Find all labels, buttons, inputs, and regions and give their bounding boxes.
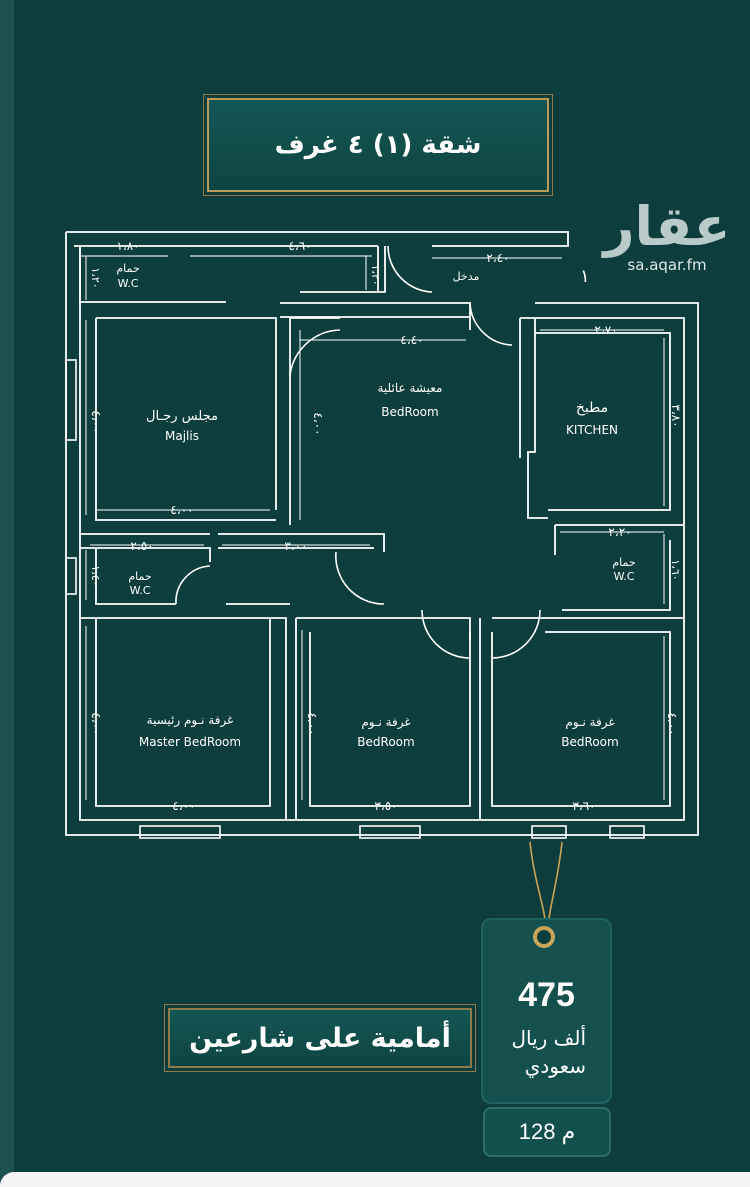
dim-majlis-h: ٤،٠٠ [89, 410, 103, 433]
front-banner: أمامية على شارعين [168, 1008, 472, 1068]
wc-top-ar: حمام [116, 262, 139, 275]
walls [65, 231, 699, 836]
entrance-label: مدخل [453, 270, 480, 283]
price-tag: 475 ألف ريال سعودي [481, 918, 612, 1104]
bed-right-ar: غرفة نـوم [565, 715, 614, 730]
doors [175, 245, 541, 659]
logo-url: sa.aqar.fm [627, 256, 707, 274]
logo-text: عقار [603, 195, 731, 258]
dim-hall-w: ٣،٠٠ [284, 539, 307, 553]
wc-top-en: W.C [118, 277, 139, 290]
wc-right-en: W.C [614, 570, 635, 583]
window-majlis [65, 359, 77, 441]
plan-labels: ١ مدخل حمام W.C مجلس رجـال Majlis معيشة … [89, 239, 683, 813]
window-bed-right-1 [531, 825, 567, 839]
tag-hole-icon [533, 926, 555, 948]
living-ar: معيشة عائلية [378, 381, 443, 395]
dimension-lines [80, 255, 665, 807]
bed-mid-ar: غرفة نـوم [361, 715, 410, 730]
dim-bed-right-w: ٣،٦٠ [572, 799, 595, 813]
dim-wc-left-w: ٢،٥٠ [130, 539, 153, 553]
price-currency-line1: ألف ريال [511, 1026, 586, 1050]
dim-top-entry: ٢،٤٠ [486, 251, 509, 265]
kitchen-ar: مطبخ [576, 400, 608, 416]
living-en: BedRoom [381, 405, 438, 419]
dim-kitchen-w: ٢،٧٠ [594, 323, 617, 337]
entrance-marker: ١ [580, 266, 590, 287]
window-master [139, 825, 221, 839]
window-bed-mid [359, 825, 421, 839]
bed-mid-en: BedRoom [357, 735, 414, 749]
tag-string [529, 841, 563, 927]
bed-right-en: BedRoom [561, 735, 618, 749]
edge-strip [0, 0, 14, 1187]
dim-top-mid-h: ١،٢٠ [369, 264, 382, 285]
dim-wc-right-w: ٢،٢٠ [608, 525, 631, 539]
wc-left-ar: حمام [128, 570, 151, 583]
price-currency-line2: سعودي [524, 1054, 586, 1078]
kitchen-en: KITCHEN [566, 423, 618, 437]
wc-right-ar: حمام [612, 556, 635, 569]
majlis-ar: مجلس رجـال [146, 409, 218, 424]
master-en: Master BedRoom [139, 735, 241, 749]
window-bed-right-2 [609, 825, 645, 839]
front-label: أمامية على شارعين [189, 1022, 451, 1054]
bottom-sheet-edge [0, 1172, 750, 1187]
dim-top-wc-w: ١،٨٠ [116, 239, 139, 253]
dim-wc-left-h: ١،٤٠ [89, 565, 102, 586]
dim-living-h: ٤،٠٠ [311, 412, 325, 435]
window-wc-left [65, 557, 77, 595]
majlis-en: Majlis [165, 429, 199, 443]
dim-top-mid: ٤،٦٠ [288, 239, 311, 253]
dim-master-h: ٤،٠٠ [89, 712, 103, 735]
dim-bed-mid-w: ٣،٥٠ [374, 799, 397, 813]
dim-living-w: ٤،٤٠ [400, 333, 423, 347]
windows [65, 359, 645, 839]
dim-master-w: ٤،٠٠ [172, 799, 195, 813]
dim-kitchen-h: ٣،٨٠ [669, 404, 683, 427]
price-value: 475 [518, 976, 575, 1014]
aqar-logo: عقار sa.aqar.fm [602, 195, 732, 275]
master-ar: غرفة نـوم رئيسية [147, 713, 234, 728]
dim-wc-right-h: ١،٦٠ [669, 559, 682, 580]
page-title: شقة (١) ٤ غرف [274, 130, 482, 160]
dim-majlis-w: ٤،٠٠ [170, 503, 193, 517]
area-badge: 128 م [483, 1107, 611, 1157]
wc-left-en: W.C [130, 584, 151, 597]
title-banner: شقة (١) ٤ غرف [207, 98, 549, 192]
dim-bed-mid-h: ٤،٠٠ [305, 712, 319, 735]
dim-top-wc-h: ١،٢٠ [89, 267, 102, 288]
dim-bed-right-h: ٤،٠٠ [665, 712, 679, 735]
